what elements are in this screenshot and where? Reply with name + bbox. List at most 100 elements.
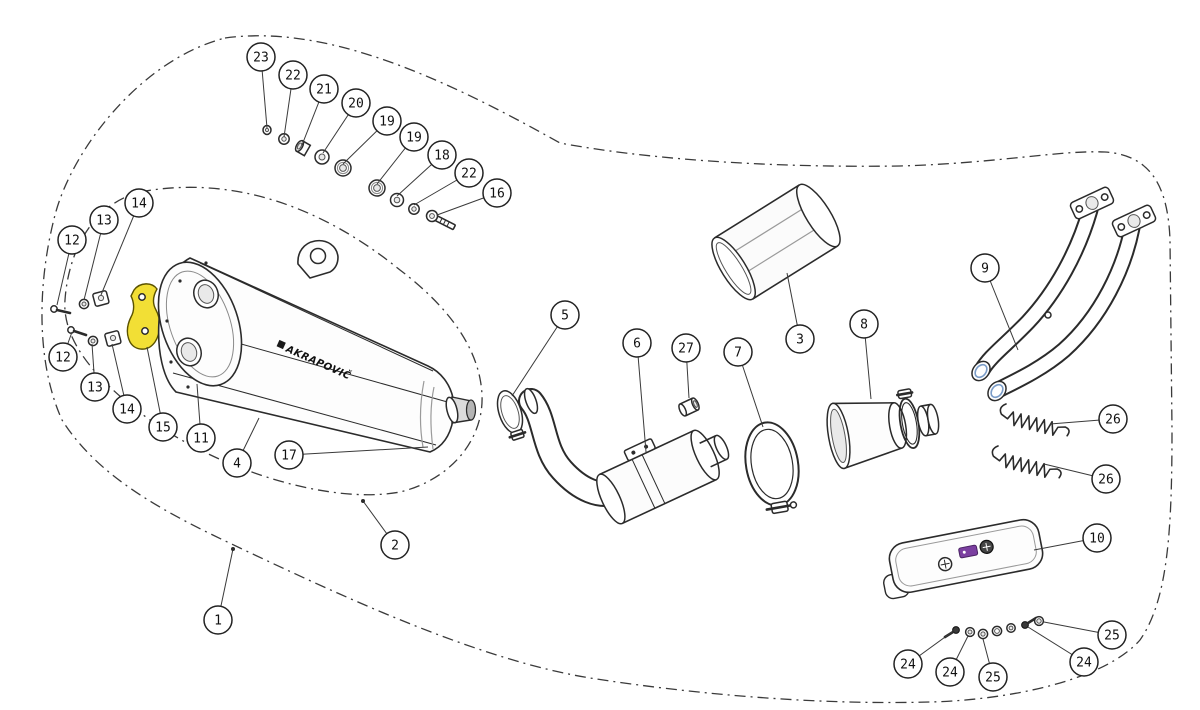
callout-circle-17 <box>274 440 304 470</box>
heat-shield-bracket <box>883 518 1044 600</box>
callout-circle-22 <box>278 60 308 90</box>
front-mount-fasteners <box>50 290 122 347</box>
callout-circle-26 <box>1098 404 1128 434</box>
callout-22-7: 22 <box>454 158 484 188</box>
callout-25-35: 25 <box>978 662 1008 692</box>
outer-sleeve <box>711 183 841 301</box>
callout-6-22: 6 <box>622 328 652 358</box>
callout-20-3: 20 <box>341 88 371 118</box>
spacer-bush <box>678 397 700 417</box>
rivet-dot <box>178 279 182 283</box>
callout-21-2: 21 <box>309 74 339 104</box>
clamp-ring <box>744 421 800 515</box>
callout-label-8: 8 <box>860 318 868 333</box>
grommet-19b-hole <box>373 184 381 192</box>
callout-label-13: 13 <box>87 381 103 396</box>
callout-label-20: 20 <box>348 97 364 112</box>
bracket-hole-bottom <box>141 327 149 335</box>
silencer-group-boundary <box>64 186 483 496</box>
spacer-21 <box>294 139 312 157</box>
washer-23-hole <box>264 127 270 133</box>
callout-circle-24 <box>893 649 923 679</box>
header-flange-2 <box>1111 204 1157 238</box>
muffler-port-lower-bore <box>180 342 198 362</box>
washer-24c-hole <box>1008 625 1014 631</box>
header-pipes <box>971 186 1157 402</box>
callout-label-26: 26 <box>1098 473 1114 488</box>
callout-4-17: 4 <box>222 448 252 478</box>
leader-line-14-11 <box>100 202 140 296</box>
callout-3-25: 3 <box>785 324 815 354</box>
callout-circle-14 <box>112 394 142 424</box>
callout-label-14: 14 <box>131 197 147 212</box>
muffler-end-cap-rim <box>165 270 235 378</box>
callout-15-15: 15 <box>148 412 178 442</box>
nut-25b-bore <box>994 628 1000 634</box>
callout-5-21: 5 <box>550 300 580 330</box>
catalytic-converter <box>596 429 730 525</box>
callout-label-9: 9 <box>981 262 989 277</box>
bracket-hole-top <box>138 293 146 301</box>
grommet-19b-rim <box>370 181 384 195</box>
callout-circle-9 <box>970 253 1000 283</box>
leader-dot-2 <box>361 499 365 503</box>
muffler-tail-cap <box>445 396 459 424</box>
outer-assembly-boundary <box>41 35 1173 704</box>
callout-10-30: 10 <box>1082 523 1112 553</box>
callout-circle-12 <box>57 225 87 255</box>
callout-circle-12 <box>48 342 78 372</box>
callout-label-23: 23 <box>253 51 269 66</box>
callout-circle-25 <box>978 662 1008 692</box>
callout-label-24: 24 <box>900 658 916 673</box>
callout-12-12: 12 <box>48 342 78 372</box>
callout-label-22: 22 <box>285 69 301 84</box>
callout-label-4: 4 <box>233 457 241 472</box>
callout-16-8: 16 <box>482 178 512 208</box>
callout-18-6: 18 <box>427 140 457 170</box>
clip-nut-14a-hole <box>97 294 105 302</box>
grommet-19a-rim <box>336 161 350 175</box>
clip-nut-14b-hole <box>109 334 117 342</box>
callout-24-33: 24 <box>893 649 923 679</box>
callout-label-21: 21 <box>316 83 332 98</box>
callout-circle-3 <box>785 324 815 354</box>
fastener-chain-top <box>262 124 456 231</box>
muffler-outlet-tip <box>465 399 477 421</box>
callout-label-26: 26 <box>1105 413 1121 428</box>
callout-12-9: 12 <box>57 225 87 255</box>
callout-label-17: 17 <box>281 449 297 464</box>
parts-layer: AKRAPOVIČ <box>50 124 1157 640</box>
callout-label-22: 22 <box>461 167 477 182</box>
bolt-24d-head <box>1021 621 1029 629</box>
callout-label-19: 19 <box>406 131 422 146</box>
callout-circle-13 <box>80 372 110 402</box>
callout-13-10: 13 <box>89 205 119 235</box>
callout-circle-19 <box>399 122 429 152</box>
spring-hook-tab <box>1044 311 1052 319</box>
washer-18-hole <box>393 196 401 204</box>
callout-balloons-layer: 2322212019191822161213141213141511417215… <box>48 42 1128 692</box>
callout-circle-14 <box>124 188 154 218</box>
header-flange-1 <box>1069 186 1115 220</box>
leader-line-17-18 <box>288 446 429 456</box>
washer-13b-hole <box>90 338 96 344</box>
callout-label-24: 24 <box>942 666 958 681</box>
cat-bracket <box>623 438 656 462</box>
callout-circle-4 <box>222 448 252 478</box>
callout-circle-26 <box>1091 464 1121 494</box>
washer-25a-hole <box>980 631 986 637</box>
callout-label-16: 16 <box>489 187 505 202</box>
callout-17-18: 17 <box>274 440 304 470</box>
washer-22a-hole <box>281 136 287 142</box>
callout-2-19: 2 <box>380 530 410 560</box>
muffler-top-bracket-hole <box>309 247 327 265</box>
callout-circle-23 <box>246 42 276 72</box>
callout-label-27: 27 <box>678 342 694 357</box>
callout-22-1: 22 <box>278 60 308 90</box>
callout-circle-11 <box>186 423 216 453</box>
callout-1-20: 1 <box>203 605 233 635</box>
callout-24-32: 24 <box>1069 647 1099 677</box>
callout-circle-22 <box>454 158 484 188</box>
